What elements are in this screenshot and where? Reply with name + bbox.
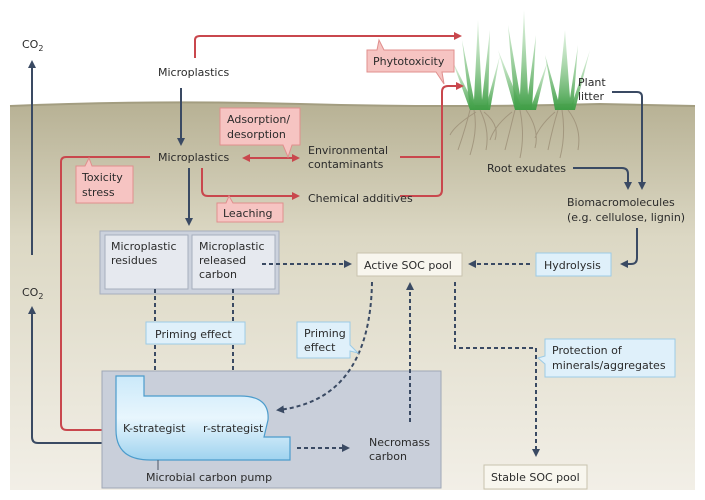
svg-text:Protection of: Protection of [552,344,623,357]
plant-grass-icon [452,10,590,110]
svg-text:Hydrolysis: Hydrolysis [544,259,601,272]
released-label-2: released [199,254,246,267]
microplastics-soil-label: Microplastics [158,151,230,164]
svg-text:desorption: desorption [227,128,286,141]
plant-litter-label-2: litter [578,90,605,103]
svg-text:Leaching: Leaching [223,207,272,220]
svg-text:effect: effect [304,341,336,354]
svg-text:Toxicity: Toxicity [81,171,123,184]
r-strategist-label: r-strategist [203,422,264,435]
protection-callout: Protection of minerals/aggregates [536,338,676,378]
svg-text:stress: stress [82,186,115,199]
active-soc-pool-box: Active SOC pool [356,252,463,277]
plant-litter-label-1: Plant [578,76,606,89]
contaminants-to-plant-arrow [400,86,462,197]
released-label-3: carbon [199,268,237,281]
svg-text:Priming effect: Priming effect [155,328,232,341]
priming-effect-left-callout: Priming effect [145,321,246,345]
released-label-1: Microplastic [199,240,265,253]
phytotoxicity-callout: Phytotoxicity [366,38,455,85]
root-exudates-label: Root exudates [487,162,566,175]
microbial-carbon-pump-label: Microbial carbon pump [146,471,272,484]
svg-text:Stable SOC pool: Stable SOC pool [491,471,580,484]
soc-to-stable-arrow [454,282,540,457]
microplastic-products-group: Microplastic residues Microplastic relea… [99,230,280,295]
co2-mid-label: CO2 [22,286,43,301]
biomacromolecules-label-1: Biomacromolecules [567,196,675,209]
toxicity-stress-arrow [60,156,150,434]
necromass-label-1: Necromass [369,436,430,449]
svg-text:Adsorption/: Adsorption/ [227,113,290,126]
svg-text:minerals/aggregates: minerals/aggregates [552,359,666,372]
adsorption-callout: Adsorption/ desorption [219,107,301,159]
priming-effect-right-callout: Priming effect [296,321,360,359]
plant-roots-icon [449,109,580,159]
residues-label-1: Microplastic [111,240,177,253]
root-exudates-arrow [573,167,632,190]
phytotoxicity-arrow [194,32,462,58]
toxicity-stress-callout: Toxicity stress [75,156,134,204]
svg-text:Priming: Priming [304,327,346,340]
plant-litter-arrow [612,91,646,190]
microbial-carbon-pump-shape [115,375,291,461]
chemical-additives-label: Chemical additives [308,192,413,205]
leaching-arrow [201,168,300,200]
microplastics-surface-label: Microplastics [158,66,230,79]
necromass-label-2: carbon [369,450,407,463]
stable-soc-pool-box: Stable SOC pool [483,464,588,490]
biomacromolecules-label-2: (e.g. cellulose, lignin) [567,211,685,224]
co2-release-arrow [28,306,120,444]
svg-text:Phytotoxicity: Phytotoxicity [373,55,445,68]
residues-label-2: residues [111,254,158,267]
co2-top-label: CO2 [22,38,43,53]
environmental-label-1: Environmental [308,144,388,157]
leaching-callout: Leaching [216,194,284,223]
k-strategist-label: K-strategist [123,422,186,435]
hydrolysis-callout: Hydrolysis [535,252,612,277]
soc-to-r-strategist-arrow [276,281,373,414]
to-hydrolysis-arrow [620,228,638,268]
environmental-label-2: contaminants [308,158,384,171]
svg-text:Active SOC pool: Active SOC pool [364,259,452,272]
